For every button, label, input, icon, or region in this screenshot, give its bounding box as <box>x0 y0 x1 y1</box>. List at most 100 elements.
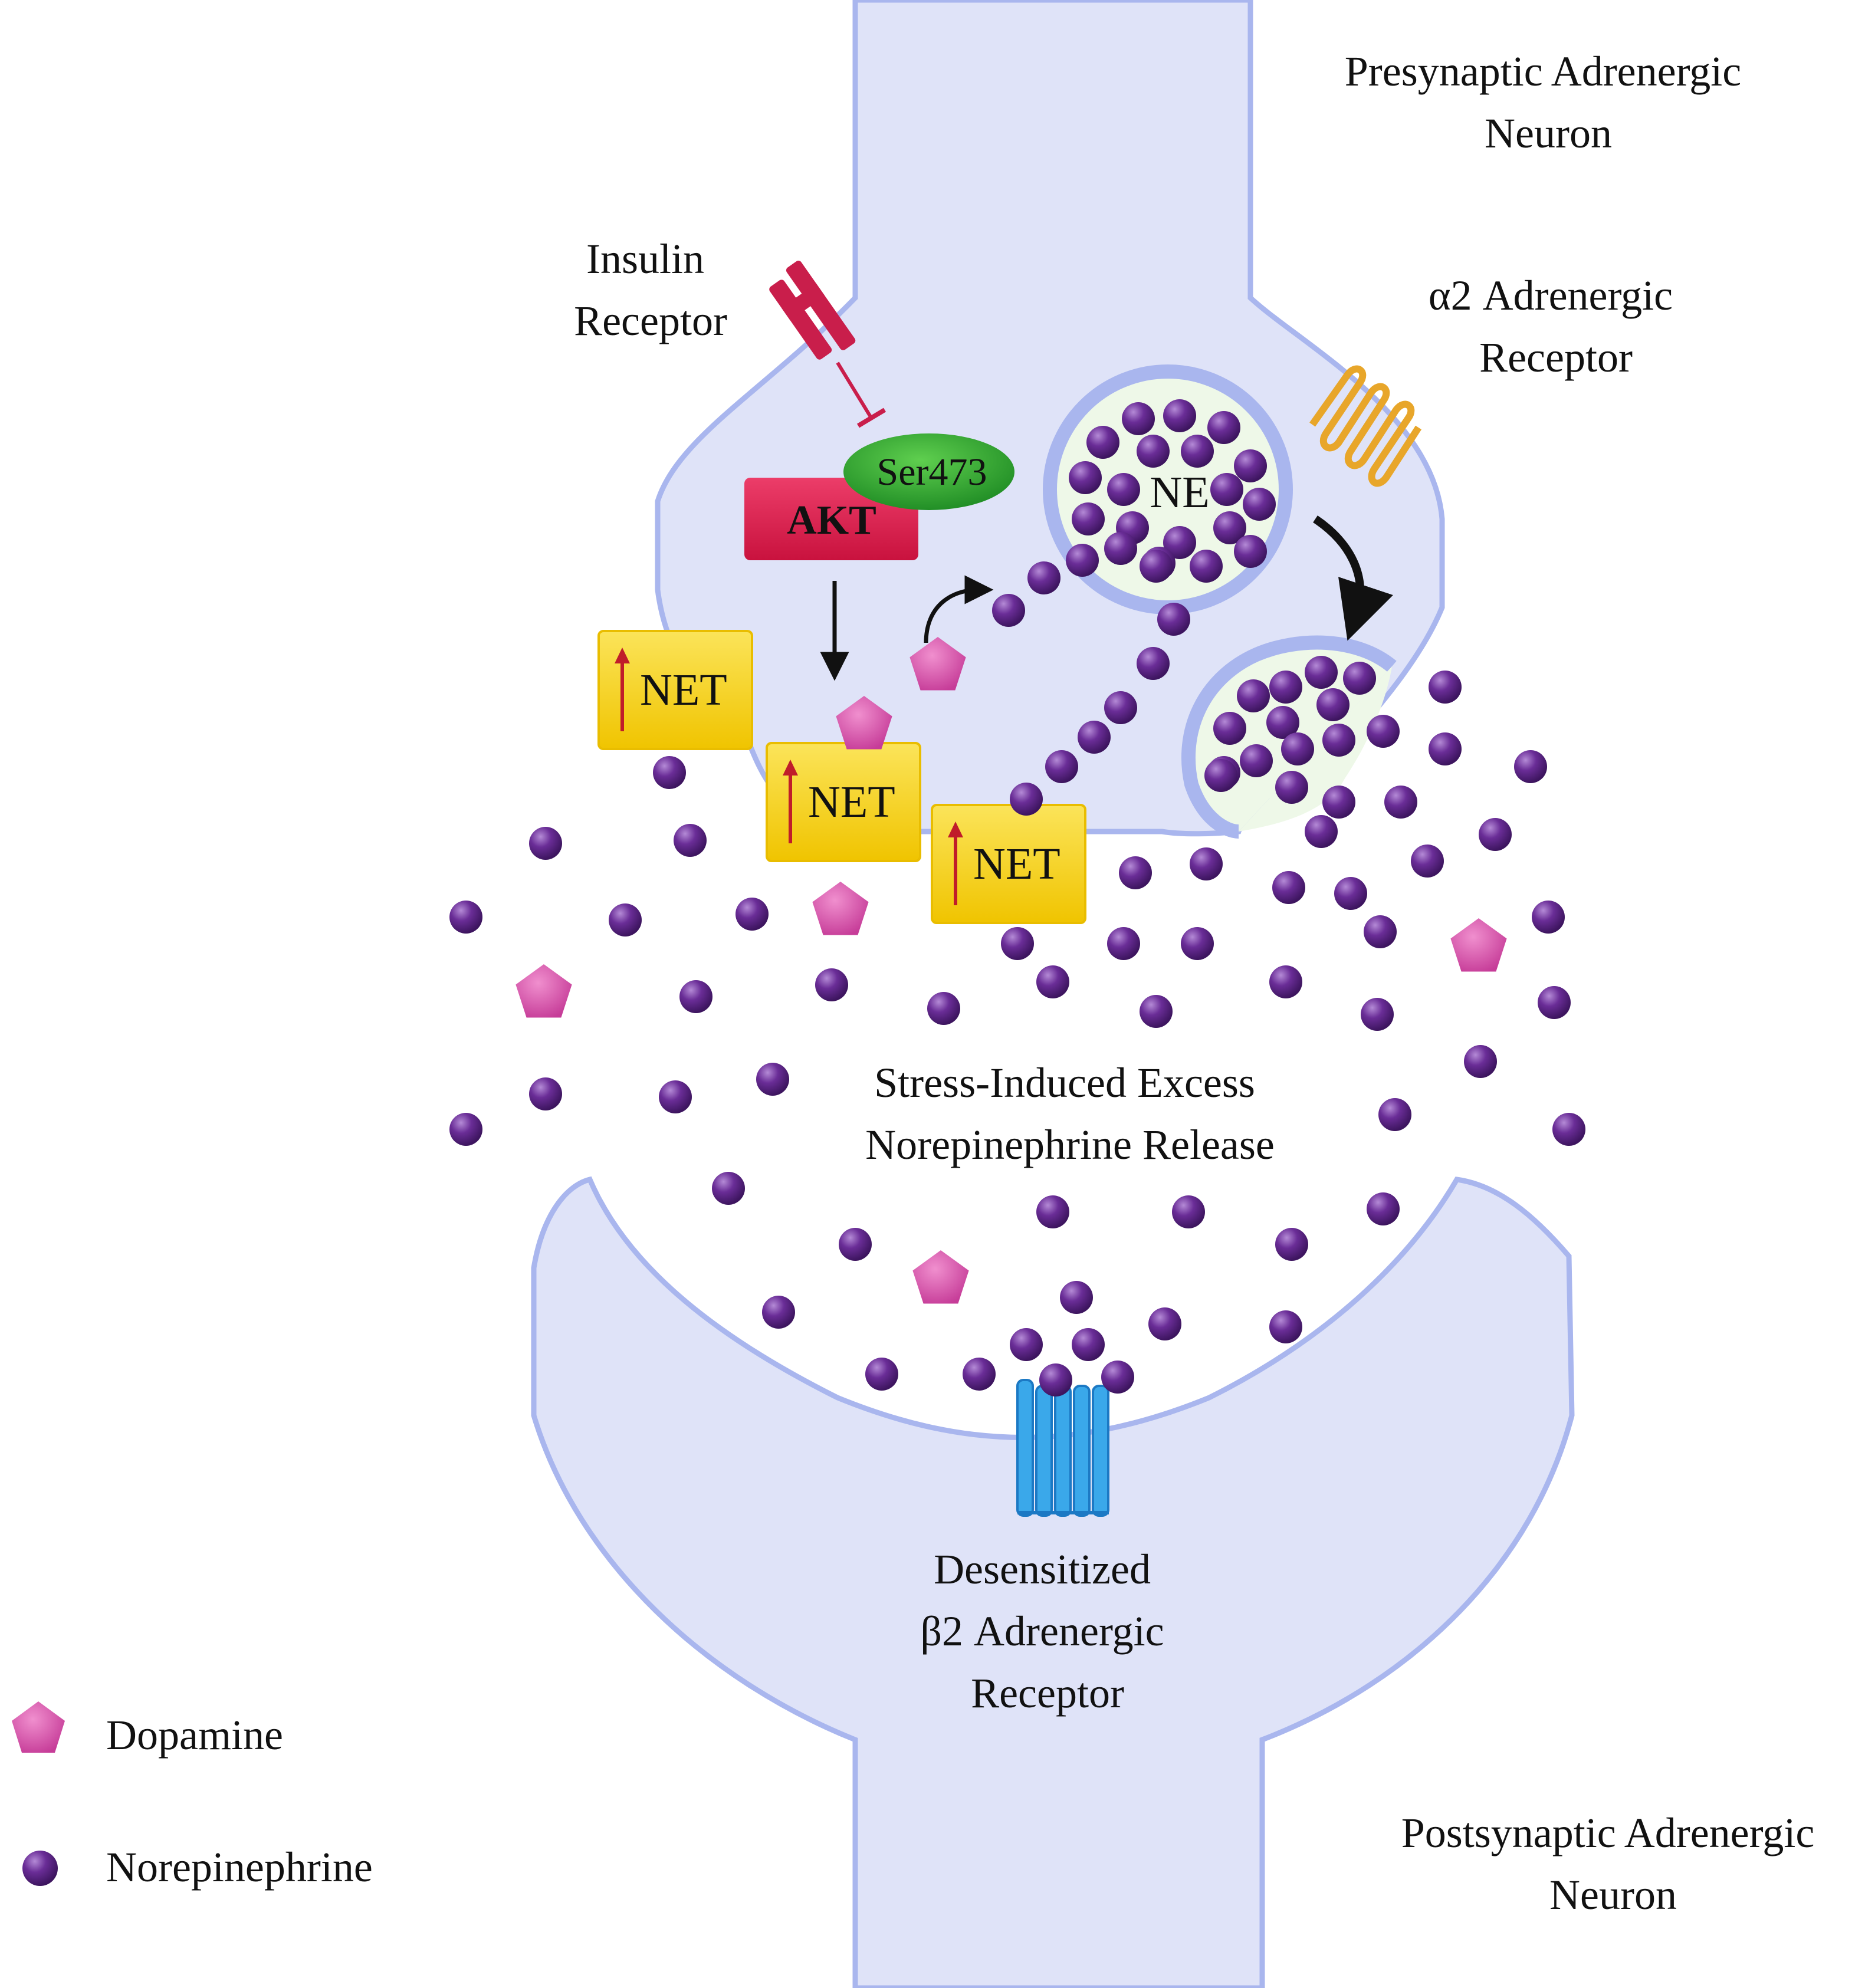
norepinephrine-molecule <box>609 903 642 937</box>
norepinephrine-molecule <box>1213 712 1246 745</box>
norepinephrine-molecule <box>1101 1361 1134 1394</box>
norepinephrine-molecule <box>1538 986 1571 1019</box>
legend: Dopamine Norepinephrine <box>12 1701 373 1891</box>
norepinephrine-molecule <box>1367 715 1400 748</box>
norepinephrine-molecule <box>1119 856 1152 889</box>
norepinephrine-molecule <box>1104 532 1137 565</box>
postsynaptic-label: Postsynaptic Adrenergic Neuron <box>1401 1809 1825 1918</box>
norepinephrine-molecule <box>449 901 482 934</box>
norepinephrine-molecule <box>992 594 1025 627</box>
norepinephrine-molecule <box>1010 783 1043 816</box>
norepinephrine-molecule <box>1107 473 1140 506</box>
norepinephrine-molecule <box>1305 815 1338 848</box>
norepinephrine-molecule <box>1272 871 1305 904</box>
norepinephrine-molecule <box>1036 1195 1069 1228</box>
dopamine-molecule <box>912 1250 969 1304</box>
norepinephrine-molecule <box>1036 965 1069 998</box>
norepinephrine-molecule <box>1305 656 1338 689</box>
norepinephrine-molecule <box>756 1063 789 1096</box>
norepinephrine-molecule <box>659 1080 692 1113</box>
norepinephrine-molecule <box>1157 603 1190 636</box>
norepinephrine-molecule <box>1204 759 1237 792</box>
norepinephrine-molecule <box>653 756 686 789</box>
norepinephrine-molecule <box>1429 671 1462 704</box>
norepinephrine-molecule <box>1137 435 1170 468</box>
norepinephrine-molecule <box>1140 995 1173 1028</box>
dopamine-molecule <box>812 882 869 935</box>
alpha2-receptor-label: α2 Adrenergic Receptor <box>1429 272 1683 381</box>
legend-norepinephrine-icon <box>22 1851 58 1886</box>
norepinephrine-molecule <box>674 824 707 857</box>
norepinephrine-molecule <box>1479 818 1512 851</box>
norepinephrine-molecule <box>1010 1328 1043 1361</box>
norepinephrine-molecule <box>1045 750 1078 783</box>
norepinephrine-molecule <box>1269 1310 1302 1343</box>
norepinephrine-molecule <box>815 968 848 1001</box>
norepinephrine-molecule <box>1001 927 1034 960</box>
norepinephrine-molecule <box>1072 502 1105 535</box>
norepinephrine-molecule <box>679 980 712 1013</box>
net-transporter-3: NET <box>931 804 1086 924</box>
norepinephrine-molecule <box>1552 1113 1585 1146</box>
norepinephrine-molecule <box>1172 1195 1205 1228</box>
norepinephrine-molecule <box>1078 721 1111 754</box>
norepinephrine-molecule <box>1266 706 1299 739</box>
norepinephrine-molecule <box>1361 998 1394 1031</box>
norepinephrine-molecule <box>963 1358 996 1391</box>
norepinephrine-molecule <box>1163 399 1196 432</box>
norepinephrine-molecule <box>1334 877 1367 910</box>
norepinephrine-molecule <box>1122 402 1155 435</box>
norepinephrine-molecule <box>529 827 562 860</box>
norepinephrine-molecule <box>1243 488 1276 521</box>
norepinephrine-molecule <box>1060 1281 1093 1314</box>
norepinephrine-molecule <box>1281 732 1314 765</box>
norepinephrine-molecule <box>1343 662 1376 695</box>
norepinephrine-molecule <box>1234 535 1267 568</box>
norepinephrine-molecule <box>1213 511 1246 544</box>
ne-label: NE <box>1150 468 1209 517</box>
norepinephrine-molecule <box>1275 1228 1308 1261</box>
norepinephrine-molecule <box>1384 786 1417 819</box>
norepinephrine-molecule <box>1027 561 1060 594</box>
legend-norepinephrine-label: Norepinephrine <box>106 1844 373 1891</box>
norepinephrine-molecule <box>1322 724 1355 757</box>
reuptake-arrow <box>924 575 994 643</box>
norepinephrine-molecule <box>1364 915 1397 948</box>
beta2-receptor-icon <box>1016 1379 1109 1517</box>
akt-label: AKT <box>787 498 876 543</box>
norepinephrine-molecule <box>1316 688 1350 721</box>
norepinephrine-molecule <box>1269 965 1302 998</box>
norepinephrine-molecule <box>1181 927 1214 960</box>
norepinephrine-molecule <box>1411 845 1444 878</box>
norepinephrine-molecule <box>1207 411 1240 444</box>
vesicle-fusion-arrow <box>1313 515 1393 641</box>
norepinephrine-molecule <box>1234 449 1267 482</box>
molecule-layer <box>449 399 1585 1396</box>
norepinephrine-molecule <box>1069 461 1102 494</box>
norepinephrine-molecule <box>1190 550 1223 583</box>
norepinephrine-molecule <box>1086 426 1119 459</box>
legend-dopamine-icon <box>12 1701 65 1753</box>
legend-dopamine-label: Dopamine <box>106 1711 283 1759</box>
norepinephrine-molecule <box>1367 1192 1400 1225</box>
dopamine-molecule <box>909 637 966 691</box>
presynaptic-neuron <box>655 0 1445 837</box>
norepinephrine-molecule <box>1137 647 1170 680</box>
norepinephrine-molecule <box>762 1296 795 1329</box>
norepinephrine-molecule <box>1210 473 1243 506</box>
norepinephrine-molecule <box>449 1113 482 1146</box>
dopamine-molecule <box>1450 918 1507 972</box>
norepinephrine-molecule <box>1322 786 1355 819</box>
norepinephrine-molecule <box>1039 1363 1072 1396</box>
norepinephrine-molecule <box>712 1172 745 1205</box>
dopamine-molecule <box>515 964 572 1018</box>
net-transporter-2: NET <box>766 742 921 862</box>
ser473-site: Ser473 <box>843 433 1014 510</box>
postsynaptic-neuron <box>531 1176 1575 1988</box>
norepinephrine-molecule <box>1237 679 1270 712</box>
insulin-receptor-label: Insulin Receptor <box>574 235 727 344</box>
ser473-label: Ser473 <box>877 451 987 494</box>
norepinephrine-molecule <box>1072 1328 1105 1361</box>
norepinephrine-molecule <box>1532 901 1565 934</box>
